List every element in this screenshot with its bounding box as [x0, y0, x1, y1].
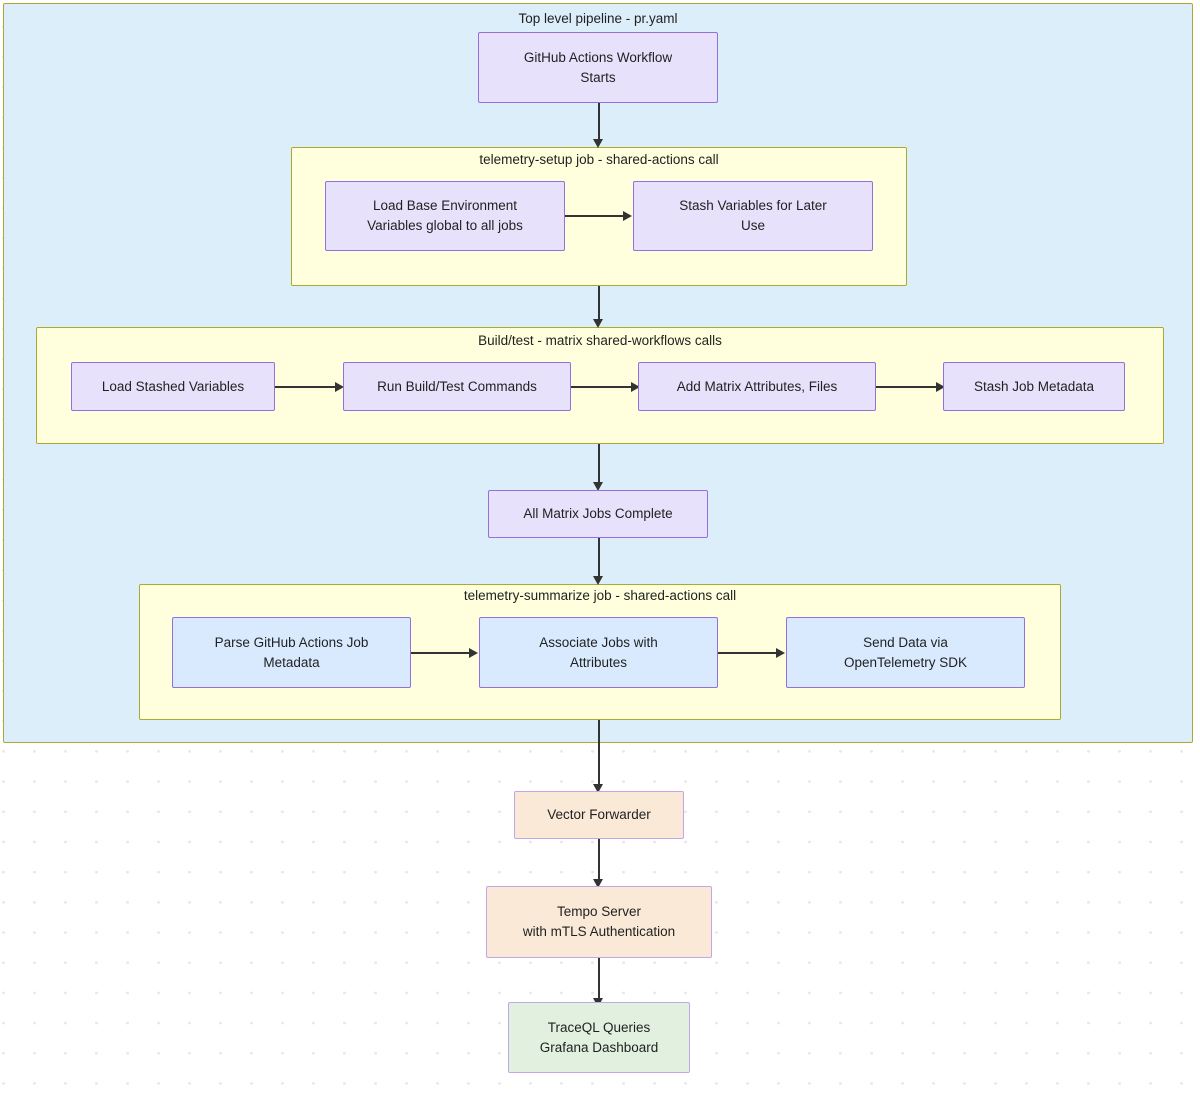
edge-build-test-to-all-matrix-complete: [598, 444, 600, 486]
cluster-label-telemetry-summarize: telemetry-summarize job - shared-actions…: [463, 588, 737, 603]
arrowhead-load-base-env-to-stash-variables: [623, 210, 632, 221]
node-label: Stash Variables for Later Use: [679, 198, 827, 233]
arrowhead-telemetry-summarize-to-vector-forwarder: [592, 784, 603, 793]
arrowhead-vector-forwarder-to-tempo-server: [592, 879, 603, 888]
edge-add-matrix-attrs-to-stash-job-metadata: [876, 386, 938, 388]
node-label: Vector Forwarder: [547, 807, 651, 823]
node-stash-job-metadata[interactable]: Stash Job Metadata: [943, 362, 1125, 411]
edge-workflow-start-to-telemetry-setup: [598, 103, 600, 143]
node-stash-variables-for-later-use[interactable]: Stash Variables for Later Use: [633, 181, 873, 251]
edge-all-matrix-complete-to-telemetry-summarize: [598, 538, 600, 580]
arrowhead-load-stashed-vars-to-run-build-test: [335, 381, 344, 392]
node-label: Stash Job Metadata: [973, 378, 1095, 394]
arrowhead-add-matrix-attrs-to-stash-job-metadata: [936, 381, 945, 392]
node-github-actions-workflow-starts[interactable]: GitHub Actions Workflow Starts: [478, 32, 718, 103]
node-label: Tempo Server with mTLS Authentication: [522, 904, 676, 939]
arrowhead-telemetry-setup-to-build-test: [592, 319, 603, 328]
node-label: Parse GitHub Actions Job Metadata: [214, 634, 369, 670]
node-tempo-server-mtls[interactable]: Tempo Server with mTLS Authentication: [486, 886, 712, 958]
node-traceql-grafana-dashboard[interactable]: TraceQL Queries Grafana Dashboard: [508, 1002, 690, 1073]
edge-associate-jobs-to-send-data-otel: [718, 652, 778, 654]
node-label: All Matrix Jobs Complete: [523, 506, 673, 522]
node-load-base-environment-variables[interactable]: Load Base Environment Variables global t…: [325, 181, 565, 251]
edge-telemetry-summarize-to-vector-forwarder: [598, 720, 600, 788]
arrowhead-run-build-test-to-add-matrix-attrs: [631, 381, 640, 392]
edge-tempo-server-to-grafana-dashboard: [598, 958, 600, 1002]
edge-load-base-env-to-stash-variables: [565, 215, 625, 217]
arrowhead-all-matrix-complete-to-telemetry-summarize: [592, 576, 603, 585]
node-parse-github-actions-job-metadata[interactable]: Parse GitHub Actions Job Metadata: [172, 617, 411, 688]
arrowhead-build-test-to-all-matrix-complete: [592, 482, 603, 491]
node-label: Add Matrix Attributes, Files: [676, 378, 838, 394]
node-vector-forwarder[interactable]: Vector Forwarder: [514, 791, 684, 839]
node-label: Load Base Environment Variables global t…: [367, 198, 523, 233]
node-associate-jobs-with-attributes[interactable]: Associate Jobs with Attributes: [479, 617, 718, 688]
node-send-data-via-opentelemetry-sdk[interactable]: Send Data via OpenTelemetry SDK: [786, 617, 1025, 688]
edge-load-stashed-vars-to-run-build-test: [275, 386, 337, 388]
arrowhead-associate-jobs-to-send-data-otel: [776, 647, 785, 658]
cluster-label-top-level-pipeline: Top level pipeline - pr.yaml: [518, 11, 678, 26]
edge-telemetry-setup-to-build-test: [598, 286, 600, 323]
node-label: Load Stashed Variables: [101, 378, 245, 394]
node-add-matrix-attributes-files[interactable]: Add Matrix Attributes, Files: [638, 362, 876, 411]
node-label: Send Data via OpenTelemetry SDK: [843, 634, 968, 670]
node-label: Associate Jobs with Attributes: [539, 634, 658, 670]
arrowhead-workflow-start-to-telemetry-setup: [592, 139, 603, 148]
node-label: Run Build/Test Commands: [377, 378, 537, 394]
cluster-label-build-test: Build/test - matrix shared-workflows cal…: [478, 333, 722, 348]
node-load-stashed-variables[interactable]: Load Stashed Variables: [71, 362, 275, 411]
node-run-build-test-commands[interactable]: Run Build/Test Commands: [343, 362, 571, 411]
node-all-matrix-jobs-complete[interactable]: All Matrix Jobs Complete: [488, 490, 708, 538]
cluster-label-telemetry-setup: telemetry-setup job - shared-actions cal…: [479, 152, 719, 167]
edge-run-build-test-to-add-matrix-attrs: [571, 386, 633, 388]
arrowhead-parse-job-metadata-to-associate-jobs: [469, 647, 478, 658]
node-label: TraceQL Queries Grafana Dashboard: [539, 1019, 659, 1055]
edge-parse-job-metadata-to-associate-jobs: [411, 652, 471, 654]
node-label: GitHub Actions Workflow Starts: [523, 49, 673, 85]
edge-vector-forwarder-to-tempo-server: [598, 839, 600, 883]
